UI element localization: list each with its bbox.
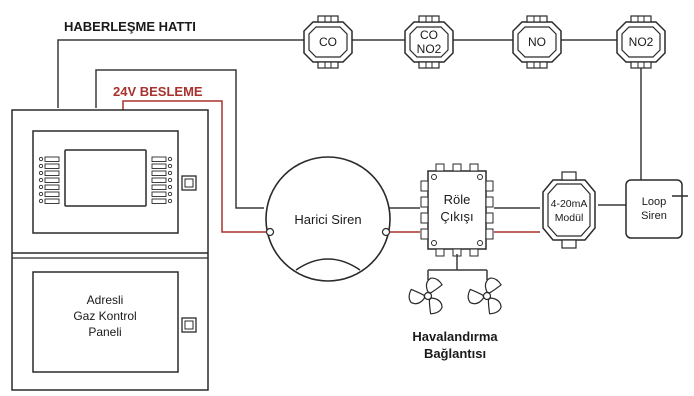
- ventilation-label-line-1: Havalandırma: [412, 329, 498, 344]
- module-label-line-1: 4-20mA: [551, 198, 588, 210]
- loop-siren: Loop Siren: [625, 179, 688, 239]
- sensor-label: NO2: [629, 35, 654, 49]
- sensor-detector-icon: NO2: [616, 15, 666, 69]
- sensor-label: CO: [319, 35, 337, 49]
- communication-line: [57, 39, 618, 108]
- fan-icon: [467, 277, 502, 315]
- external-siren: Harici Siren: [265, 156, 391, 282]
- control-panel-cabinet: Adresli Gaz Kontrol Paneli: [11, 109, 209, 391]
- external-siren-label: Harici Siren: [294, 212, 361, 227]
- power-supply-wire: [122, 100, 270, 233]
- panel-to-siren-wire: [95, 69, 264, 209]
- panel-left-buttons: [38, 156, 60, 204]
- loop-siren-label-line-1: Loop: [642, 196, 666, 208]
- panel-label-line-2: Gaz Kontrol: [73, 309, 136, 323]
- relay-label-line-2: Çıkışı: [440, 209, 473, 224]
- panel-right-buttons: [151, 156, 173, 204]
- panel-label-line-1: Adresli: [87, 293, 124, 307]
- ventilation-label-line-2: Bağlantısı: [424, 346, 486, 361]
- ventilation-wiring: [427, 254, 488, 280]
- sensor-detector-icon: CO: [303, 15, 353, 69]
- power-supply-label: 24V BESLEME: [113, 84, 203, 99]
- communication-line-label: HABERLEŞME HATTI: [64, 19, 196, 34]
- relay-label-line-1: Röle: [444, 192, 471, 207]
- panel-label-line-3: Paneli: [88, 325, 121, 339]
- junction-box-icon: [427, 170, 487, 250]
- module-label-line-2: Modül: [555, 212, 584, 224]
- loop-siren-label-line-2: Siren: [641, 210, 667, 222]
- analog-module: 4-20mA Modül: [542, 171, 596, 249]
- fan-icon: [408, 277, 443, 315]
- sensor-label: CO: [420, 28, 438, 42]
- sensor-detector-icon: NO: [512, 15, 562, 69]
- relay-output-box: Röle Çıkışı: [420, 163, 494, 257]
- sensor-label: NO: [528, 35, 546, 49]
- sensor-label: NO2: [417, 42, 442, 56]
- panel-screen: [64, 149, 147, 207]
- panel-lower-door: [32, 271, 179, 373]
